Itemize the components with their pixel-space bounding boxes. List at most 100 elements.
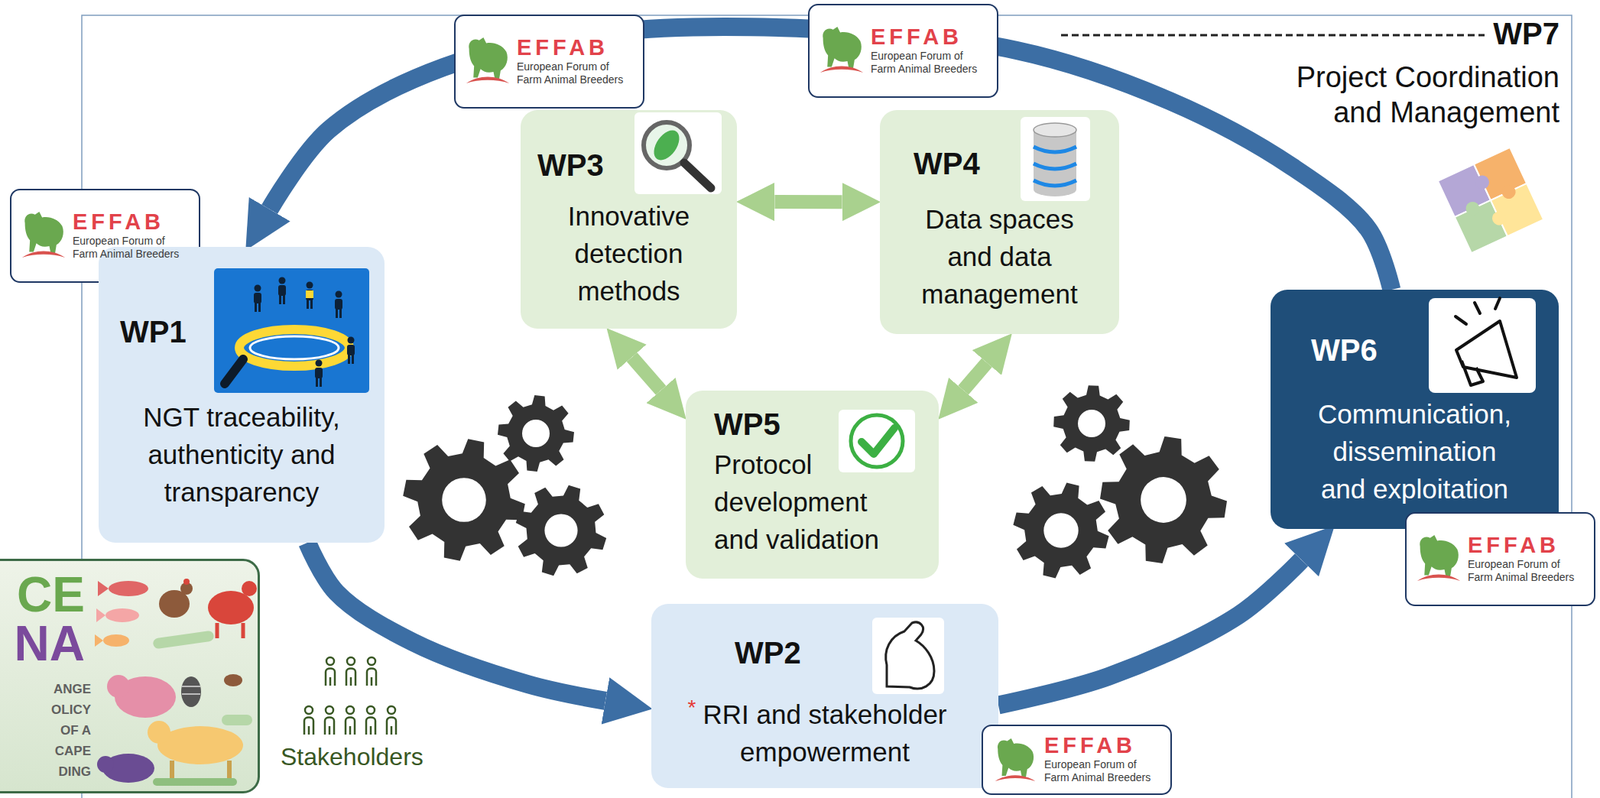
effab-logo-marks	[22, 26, 1461, 782]
logo-name: EFFAB	[1467, 532, 1594, 559]
wp7-title: Project Coordination and Management	[1253, 59, 1560, 130]
wp6-icon-part	[1455, 298, 1500, 325]
wp7-dash-rule	[1061, 34, 1485, 37]
stakeholder-people-part	[386, 706, 396, 735]
poster-animals	[94, 578, 257, 786]
poster-animals-part	[181, 686, 201, 695]
wp5-icon-part	[861, 428, 895, 455]
poster-animals-part	[207, 590, 254, 625]
poster-animals-part	[183, 578, 190, 585]
wp4-icon-part	[1033, 129, 1077, 190]
work-package-title: Innovative detection methods	[528, 197, 730, 310]
work-package-box: WP4Data spaces and data management	[879, 110, 1120, 335]
logo-subtitle: European Forum of Farm Animal Breeders	[870, 49, 986, 76]
gear-symbol	[516, 485, 607, 576]
wp6-icon	[1428, 298, 1536, 393]
wp7-title-holder: Project Coordination and Management	[1253, 59, 1560, 130]
poster-animals-part	[152, 778, 237, 786]
logo-name: EFFAB	[870, 23, 997, 50]
poster-animals-part	[223, 674, 243, 687]
stakeholder-people-part	[366, 706, 376, 735]
wp4-icon-part	[1020, 116, 1091, 202]
wp1-icon-part	[214, 268, 370, 393]
wp6-icon-part	[1456, 321, 1517, 386]
effab-logo-marks-part	[820, 26, 864, 73]
stakeholders-label-holder: Stakeholders	[280, 743, 424, 771]
stakeholder-people	[304, 657, 396, 735]
wp3-icon-part	[684, 162, 711, 189]
wp1-icon-part	[278, 277, 286, 306]
wp7-number-holder: WP7	[1253, 16, 1560, 51]
wp3-icon-part	[649, 126, 685, 166]
work-package-box: WP6Communication, dissemination and expl…	[1270, 289, 1559, 530]
work-package-title: Communication, dissemination and exploit…	[1313, 395, 1516, 508]
logo-subtitle: European Forum of Farm Animal Breeders	[1044, 758, 1159, 785]
gear-symbols	[402, 385, 1227, 578]
poster-animals-part	[102, 753, 155, 783]
effab-logo-marks-part	[466, 37, 510, 84]
poster-animals-part	[241, 580, 257, 597]
effab-logo-box: EFFABEuropean Forum of Farm Animal Breed…	[454, 14, 645, 109]
stakeholder-people-part	[324, 706, 335, 735]
cycle-arrow	[998, 560, 1302, 706]
effab-logo-marks-part	[1417, 535, 1461, 581]
poster-animals-part	[147, 720, 171, 744]
wp4-icon	[1020, 116, 1091, 202]
puzzle-icon-part	[1473, 147, 1527, 201]
wp5-icon-part	[838, 409, 916, 473]
wp3-icon	[634, 112, 722, 195]
poster-animals-part	[103, 634, 130, 647]
poster-animals-part	[159, 590, 190, 618]
work-package-title: RRI and stakeholder empowerment	[679, 695, 971, 771]
poster-text: ANGE OLICY OF A CAPE DING	[43, 678, 91, 783]
box-header: WP3	[520, 110, 737, 198]
logo-subtitle: European Forum of Farm Animal Breeders	[1467, 558, 1583, 585]
poster-animals-part	[152, 630, 215, 650]
poster-animals-part	[97, 580, 109, 597]
wp1-icon-part	[305, 290, 314, 299]
work-package-title: NGT traceability, authenticity and trans…	[111, 398, 372, 511]
poster-animals-part	[107, 675, 130, 698]
stakeholder-people-part	[345, 706, 355, 735]
puzzle-icon-part	[1463, 199, 1482, 218]
effab-logo-box: EFFABEuropean Forum of Farm Animal Breed…	[808, 3, 999, 98]
gear-symbol	[497, 395, 575, 472]
poster-animals-part	[97, 756, 114, 773]
logo-subtitle: European Forum of Farm Animal Breeders	[516, 60, 632, 87]
gear-symbol	[402, 438, 526, 562]
stakeholder-people-part	[304, 706, 314, 735]
asterisk-note-holder: *	[687, 696, 696, 720]
work-package-title: Data spaces and data management	[908, 200, 1092, 313]
wp4-icon-part	[1033, 146, 1077, 186]
wp3-icon-part	[634, 112, 722, 195]
puzzle-icon-part	[1454, 200, 1508, 254]
wp4-icon-part	[1033, 123, 1077, 137]
poster-animals-part	[105, 608, 140, 623]
exchange-arrow	[774, 194, 842, 209]
wp1-icon-part	[224, 359, 244, 384]
stakeholder-people-part	[366, 657, 377, 686]
wp5-icon	[838, 409, 916, 473]
poster-animals-part	[96, 608, 106, 623]
poster-animals-part	[221, 714, 253, 726]
work-package-box: WP2RRI and stakeholder empowerment	[651, 603, 999, 789]
poster-animals-part	[181, 676, 202, 708]
work-package-box: WP1NGT traceability, authenticity and tr…	[98, 246, 385, 543]
box-header: WP4	[879, 110, 1120, 201]
work-package-box: WP5Protocol development and validation	[685, 390, 939, 579]
poster-box: CE NA ANGE OLICY OF A CAPE DING	[0, 558, 260, 794]
gear-symbol	[1100, 436, 1227, 564]
wp1-icon	[214, 268, 370, 393]
poster-heading: CE NA	[8, 570, 85, 669]
work-package-number: WP4	[913, 146, 981, 181]
wp7-number: WP7	[1253, 16, 1560, 51]
poster-animals-part	[94, 634, 104, 647]
work-package-number: WP6	[1311, 333, 1378, 367]
poster-animals-part	[108, 580, 149, 597]
wp1-icon-part	[347, 337, 355, 365]
wp2-icon-part	[872, 617, 945, 695]
wp7-frame	[81, 15, 1572, 798]
logo-name: EFFAB	[516, 34, 643, 61]
work-package-box: WP3Innovative detection methods	[520, 110, 737, 329]
asterisk-note: *	[687, 696, 696, 720]
